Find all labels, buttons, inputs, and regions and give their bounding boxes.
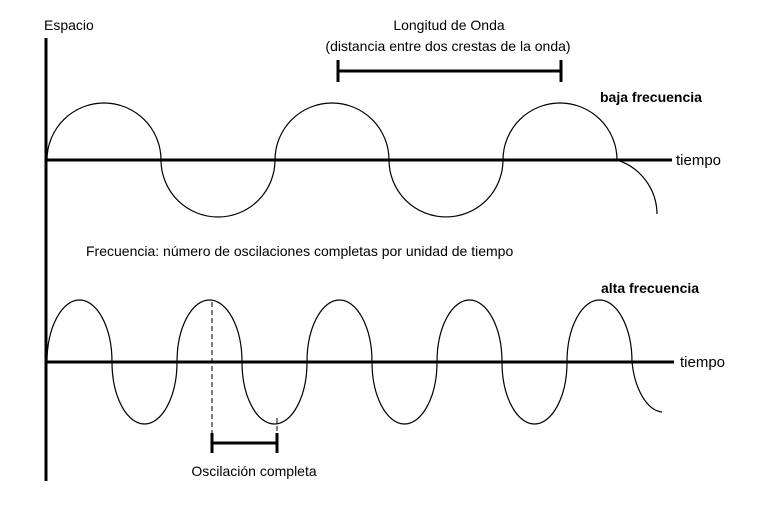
time-axis-top-label: tiempo xyxy=(676,152,721,169)
high-frequency-wave xyxy=(46,299,663,425)
wavelength-subtitle: (distancia entre dos crestas de la onda) xyxy=(325,38,570,54)
complete-oscillation-label: Oscilación completa xyxy=(191,463,316,479)
wavelength-title: Longitud de Onda xyxy=(393,17,505,33)
time-axis-bottom-label: tiempo xyxy=(680,354,725,371)
oscillation-bracket xyxy=(210,433,279,453)
high-frequency-label: alta frecuencia xyxy=(601,280,699,296)
low-frequency-label: baja frecuencia xyxy=(600,89,702,105)
frequency-definition: Frecuencia: número de oscilaciones compl… xyxy=(86,243,513,259)
space-axis-label: Espacio xyxy=(44,17,94,33)
wavelength-bracket xyxy=(336,60,563,82)
low-frequency-wave xyxy=(46,102,658,218)
